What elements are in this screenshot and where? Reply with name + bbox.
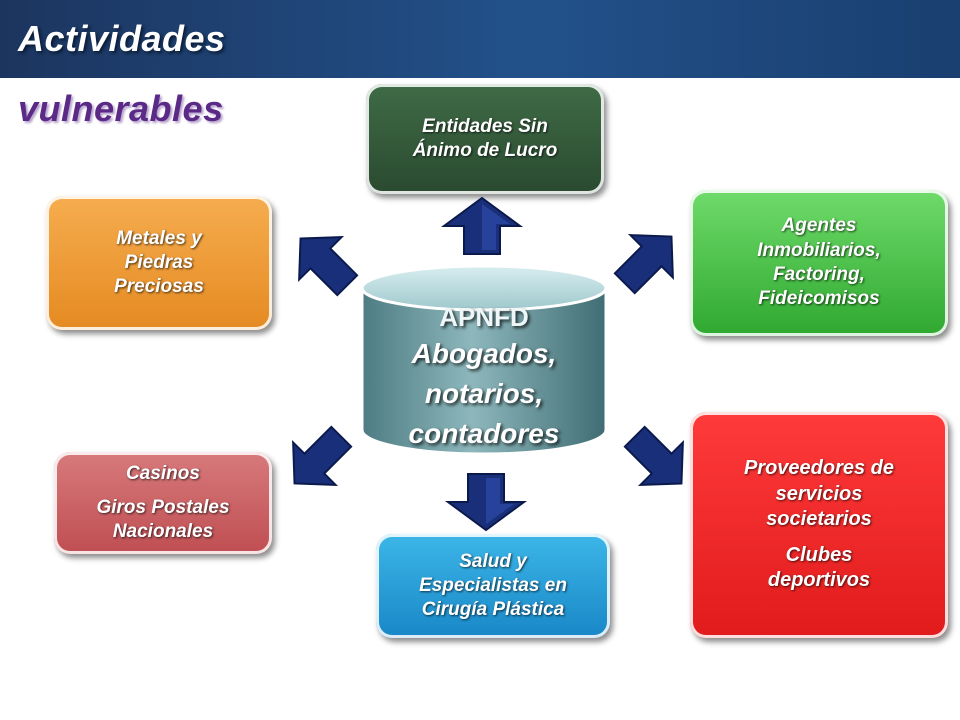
box-line: Nacionales <box>112 521 214 543</box>
box-line: Factoring, <box>773 264 865 285</box>
box-proveedores: Proveedores de servicios societarios Clu… <box>690 412 948 638</box>
page-subtitle: vulnerables <box>18 88 224 129</box>
center-cylinder <box>360 264 608 456</box>
arrow-up-icon <box>440 196 524 255</box>
box-line: Inmobiliarios, <box>757 239 881 261</box>
box-line: servicios <box>775 482 863 505</box>
box-line: Cirugía Plástica <box>421 599 565 621</box>
box-line: Ánimo de Lucro <box>412 140 558 161</box>
box-line: Preciosas <box>114 276 204 298</box>
box-line: deportivos <box>767 569 871 592</box>
box-line: Salud y <box>459 550 527 572</box>
box-entidades: Entidades Sin Ánimo de Lucro <box>366 84 604 194</box>
box-line: Clubes <box>785 543 853 566</box>
arrow-down-right-icon <box>623 425 684 486</box>
box-line: Proveedores de <box>743 457 895 480</box>
arrow-up-left-icon <box>298 236 359 297</box>
box-casinos: Casinos Giros Postales Nacionales <box>54 452 272 554</box>
box-line: Giros Postales <box>96 496 230 518</box>
arrow-down-icon <box>444 473 528 532</box>
center-line: contadores <box>408 418 560 449</box>
box-agentes: Agentes Inmobiliarios, Factoring, Fideic… <box>690 190 948 336</box>
center-line: Abogados, <box>411 338 557 369</box>
box-line: Piedras <box>124 251 194 273</box>
box-line: societarios <box>766 508 872 531</box>
box-salud: Salud y Especialistas en Cirugía Plástic… <box>376 534 610 638</box>
box-line: Metales y <box>116 227 202 249</box>
header-bar <box>0 0 960 78</box>
box-line: Casinos <box>126 462 200 484</box>
box-line: Entidades Sin <box>422 115 548 137</box>
page-title: Actividades <box>18 18 226 59</box>
box-line: Especialistas en <box>419 574 567 596</box>
center-line: notarios, <box>424 378 544 409</box>
arrow-down-left-icon <box>292 425 353 486</box>
box-line: Fideicomisos <box>758 288 880 310</box>
box-metales: Metales y Piedras Preciosas <box>46 196 272 330</box>
arrow-up-right-icon <box>613 234 674 295</box>
box-line: Agentes <box>781 215 857 237</box>
center-title: APNFD <box>439 302 529 332</box>
